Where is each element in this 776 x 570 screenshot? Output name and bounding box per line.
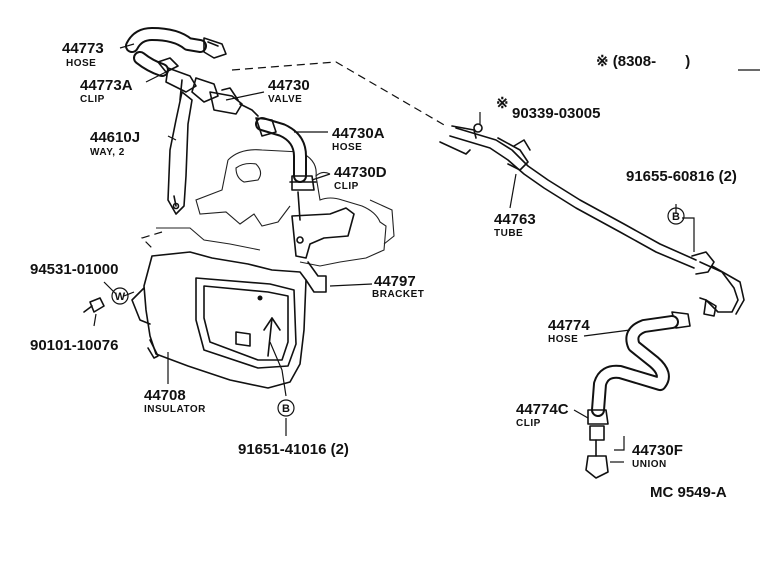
part-name-44773A: CLIP	[80, 94, 105, 105]
washer-badge-w: W	[111, 287, 129, 305]
part-name-44763: TUBE	[494, 228, 523, 239]
part-name-44774: HOSE	[548, 334, 578, 345]
part-number-44773: 44773	[62, 40, 104, 57]
part-number-44763: 44763	[494, 211, 536, 228]
part-name-44708: INSULATOR	[144, 404, 206, 415]
part-name-44730A: HOSE	[332, 142, 362, 153]
union-44730F-assembly	[585, 409, 609, 479]
bolt-badge-b-right: B	[667, 207, 685, 225]
diagram-code: MC 9549-A	[650, 484, 727, 501]
part-number-44730A: 44730A	[332, 125, 385, 142]
part-name-44797: BRACKET	[372, 289, 424, 300]
part-number-44730: 44730	[268, 77, 310, 94]
tube-44763	[439, 123, 745, 317]
part-name-44774C: CLIP	[516, 418, 541, 429]
applicability-note: ※ (8308- )	[596, 53, 690, 70]
part-number-91655: 91655-60816 (2)	[626, 168, 737, 185]
insulator-44708	[131, 251, 307, 389]
reference-dashed-line	[231, 61, 447, 127]
bracket-44797	[291, 191, 355, 293]
part-number-94531: 94531-01000	[30, 261, 118, 278]
part-number-44774C: 44774C	[516, 401, 569, 418]
part-number-44730F: 44730F	[632, 442, 683, 459]
part-mark-90339: ※	[496, 95, 509, 112]
hose-44773	[125, 27, 227, 77]
part-name-44730F: UNION	[632, 459, 667, 470]
part-number-44730D: 44730D	[334, 164, 387, 181]
valve-44730-assembly	[157, 57, 259, 117]
part-name-44773: HOSE	[66, 58, 96, 69]
bolt-90101	[83, 297, 105, 313]
part-number-90339: 90339-03005	[512, 105, 600, 122]
part-number-44610J: 44610J	[90, 129, 140, 146]
part-number-44773A: 44773A	[80, 77, 133, 94]
part-number-91651: 91651-41016 (2)	[238, 441, 349, 458]
part-number-44708: 44708	[144, 387, 186, 404]
way-bracket-44610J	[167, 91, 193, 215]
svg-text:B: B	[672, 211, 680, 223]
hose-44730A	[255, 117, 317, 191]
part-number-44774: 44774	[548, 317, 590, 334]
master-cylinder-outline	[156, 149, 395, 267]
leader-lines	[93, 43, 695, 463]
part-name-44730D: CLIP	[334, 181, 359, 192]
part-number-44797: 44797	[374, 273, 416, 290]
part-name-44610J: WAY, 2	[90, 147, 125, 158]
svg-text:W: W	[115, 291, 126, 303]
bolt-badge-b-left: B	[277, 399, 295, 417]
hose-44774	[591, 311, 691, 417]
part-number-90101: 90101-10076	[30, 337, 118, 354]
part-name-44730: VALVE	[268, 94, 302, 105]
insulator-dashed-line	[140, 231, 163, 249]
svg-text:B: B	[282, 403, 290, 415]
